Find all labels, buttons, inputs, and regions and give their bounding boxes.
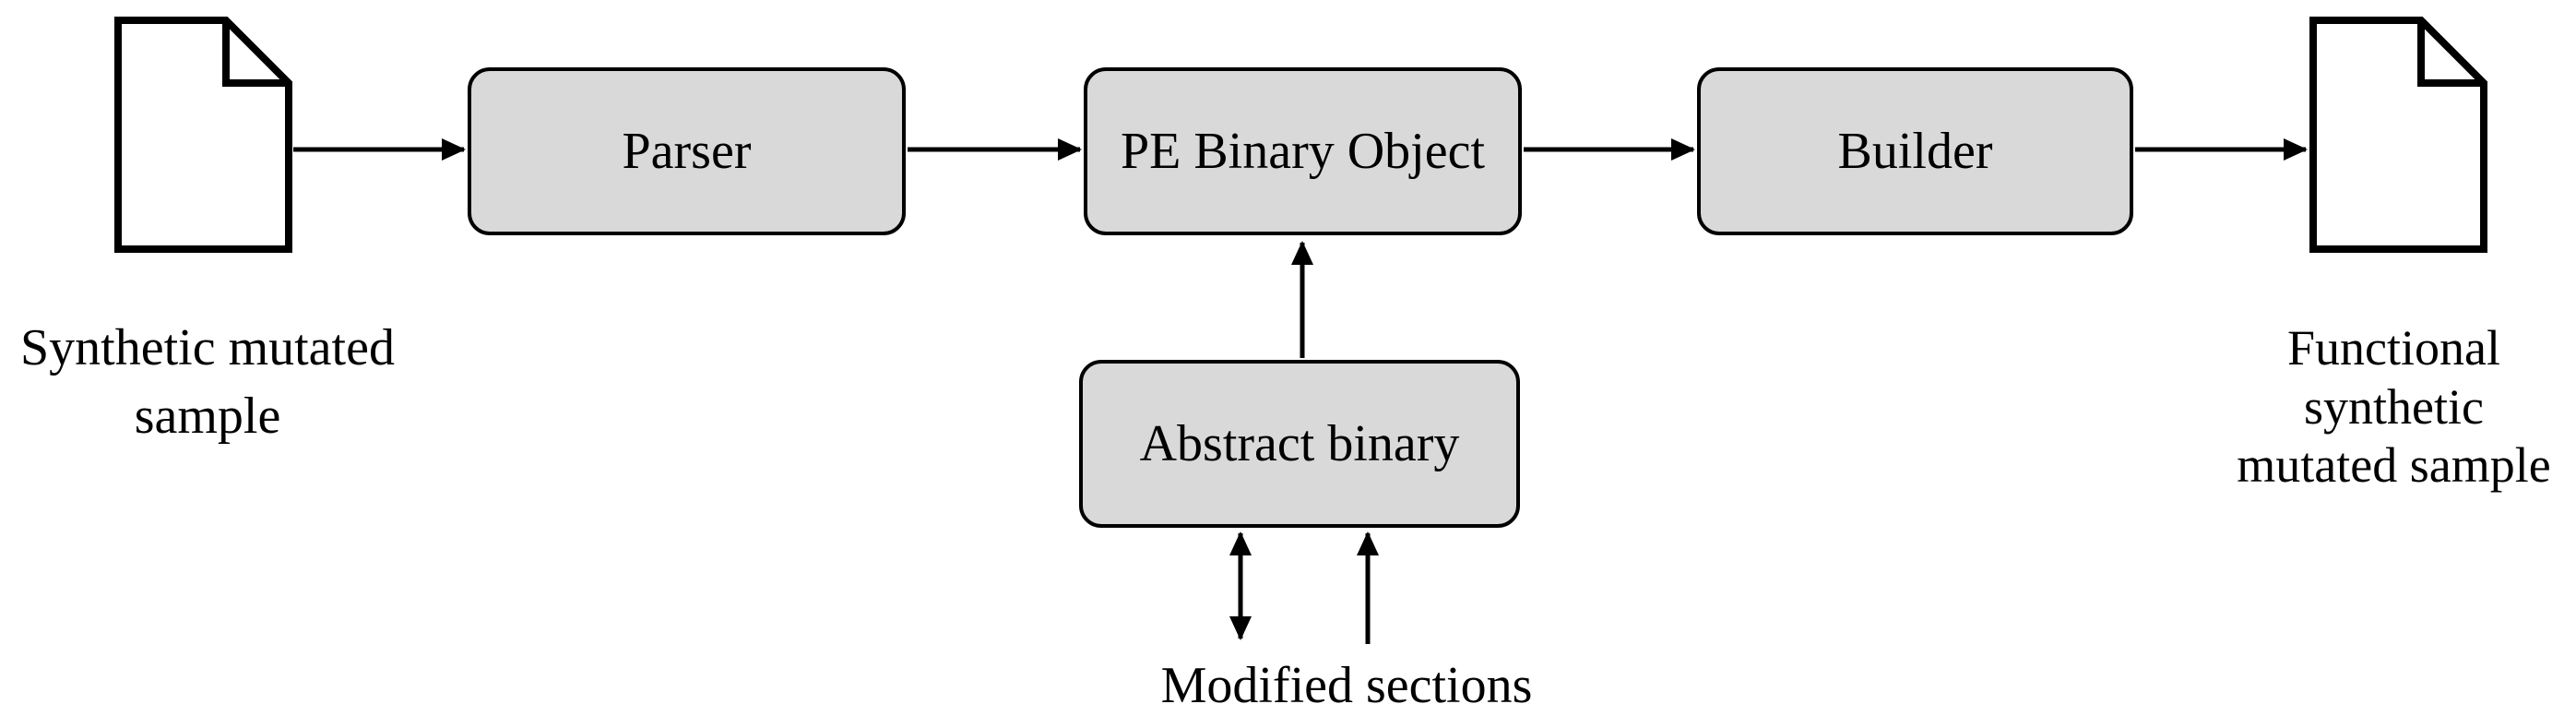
node-abstract-binary: Abstract binary <box>1079 360 1520 528</box>
caption-modified-sections: Modified sections <box>1160 657 1533 714</box>
node-pe-binary-object: PE Binary Object <box>1084 67 1522 235</box>
node-parser: Parser <box>468 67 906 235</box>
document-fold-corner <box>222 20 289 87</box>
document-icon <box>114 17 292 253</box>
document-icon <box>2309 17 2487 253</box>
document-page-shape <box>114 17 292 253</box>
node-builder: Builder <box>1697 67 2133 235</box>
document-page-shape <box>2309 17 2487 253</box>
document-fold-corner <box>2417 20 2484 87</box>
caption-input-sample: Synthetic mutated sample <box>20 319 395 445</box>
caption-output-sample: Functional synthetic mutated sample <box>2237 320 2551 494</box>
